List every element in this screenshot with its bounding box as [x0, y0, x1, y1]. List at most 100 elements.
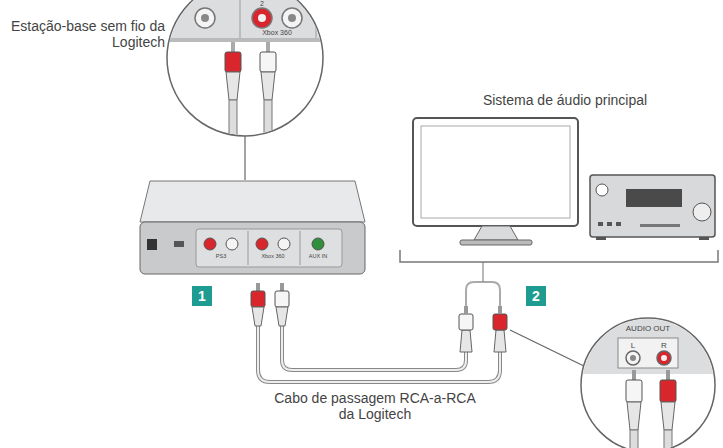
receiver-part — [596, 184, 608, 196]
port-label: PS3 — [216, 253, 226, 259]
zoom-circle — [580, 318, 720, 448]
receiver-part — [693, 203, 711, 221]
callout-number: 2 — [526, 286, 546, 306]
base-station-part — [140, 222, 365, 274]
zoom-circle-part-part — [226, 72, 240, 100]
zoom-circle-part — [581, 318, 715, 448]
zoom-circle-part-part — [632, 370, 636, 380]
zoom-circle-part-part — [261, 72, 275, 100]
base-station-part — [278, 238, 290, 250]
rca-cable-part — [498, 306, 502, 314]
zoom-circle-part-part — [626, 380, 642, 402]
rca-cable-part — [510, 330, 588, 368]
panel-label: AUDIO OUT — [626, 324, 670, 333]
base-station-part — [147, 239, 157, 250]
base-station-part — [174, 241, 184, 247]
zoom-circle-part-part — [258, 14, 266, 22]
rca-cable-part — [282, 325, 466, 370]
rca-cable-part — [276, 307, 288, 326]
zoom-circle-part-part — [201, 14, 209, 22]
rca-cable-part — [258, 325, 500, 382]
receiver-part — [699, 237, 709, 240]
zoom-circle-part-part — [626, 351, 640, 365]
receiver-part — [607, 222, 612, 226]
port-label: Xbox 360 — [261, 253, 284, 259]
base-station — [140, 181, 365, 274]
zoom-circle-part-part — [618, 338, 678, 368]
zoom-circle-part-part — [630, 355, 636, 361]
rca-cable-part — [258, 325, 500, 382]
rca-cable-part — [482, 262, 483, 282]
zoom-circle-part-part — [240, 0, 241, 38]
zoom-circle-part-part — [657, 351, 671, 365]
rca-cable-part — [251, 291, 265, 307]
television-part — [421, 126, 570, 218]
bracket — [400, 250, 718, 262]
receiver-part — [626, 189, 682, 207]
rca-cable-part — [459, 314, 473, 330]
zoom-circle-part — [580, 318, 720, 448]
receiver-part — [596, 237, 606, 240]
rca-cable-part — [494, 330, 506, 352]
zoom-circle-part-part — [316, 0, 317, 38]
base-station-part — [248, 231, 249, 265]
zoom-circle-part-part — [229, 100, 237, 150]
receiver-part — [640, 224, 680, 227]
base-station-part — [226, 238, 238, 250]
zoom-circle-part-part — [260, 52, 276, 72]
base-station-part — [312, 238, 324, 250]
zoom-circle-part-part — [627, 402, 641, 430]
rca-cable-part — [466, 282, 500, 306]
callout-text: 1 — [198, 289, 206, 303]
zoom-circle-part-part — [282, 8, 302, 28]
zoom-circle-part-part — [266, 42, 270, 52]
zoom-circle-part-part — [630, 430, 638, 448]
callout-text: 2 — [532, 289, 540, 303]
rca-cable-part — [252, 307, 264, 326]
channel-label: L — [631, 341, 635, 350]
base-station-part — [256, 238, 268, 250]
zoom-circle-part-part — [580, 318, 720, 374]
zoom-circle-part-part — [195, 8, 215, 28]
zoom-circle-part-part — [264, 100, 272, 150]
port-number: 2 — [260, 0, 264, 8]
rca-cable-part — [460, 330, 472, 352]
zoom-circle-part-part — [252, 8, 272, 28]
zoom-circle — [160, 0, 330, 180]
zoom-circle-part-part — [664, 430, 672, 448]
base-station-part — [300, 231, 301, 265]
rca-cable-part — [282, 325, 466, 370]
receiver-part — [616, 222, 621, 226]
base-station-part — [204, 238, 216, 250]
receiver-part — [598, 222, 603, 226]
port-label: AUX IN — [309, 253, 327, 259]
rca-cable-part — [280, 283, 284, 291]
rca-cable-part — [275, 291, 289, 307]
device-label: Estação-base sem fio da Logitech — [5, 18, 165, 50]
zoom-circle-part-part — [661, 355, 667, 361]
television-part — [460, 240, 532, 245]
callout-number: 1 — [192, 286, 212, 306]
zoom-circle-part-part — [666, 370, 670, 380]
system-label: Sistema de áudio principal — [483, 92, 647, 108]
zoom-circle-part-part — [225, 52, 241, 72]
zoom-circle-part-part — [160, 0, 330, 40]
television-part — [413, 118, 578, 226]
zoom-circle-part — [160, 0, 330, 150]
zoom-circle-part-part — [288, 14, 296, 22]
channel-label: R — [661, 341, 667, 350]
zoom-circle-part-part — [160, 38, 330, 42]
zoom-circle-part-part — [660, 380, 676, 402]
rca-cable — [251, 262, 588, 382]
base-station-part — [140, 181, 365, 222]
base-station-part — [196, 229, 342, 267]
rca-cable-part — [464, 306, 468, 314]
zoom-circle-part-part — [661, 402, 675, 430]
zoom-circle-part-part — [231, 42, 235, 52]
television-part — [474, 226, 518, 240]
receiver — [590, 175, 715, 240]
cable-label: Cabo de passagem RCA-a-RCA da Logitech — [270, 390, 480, 422]
